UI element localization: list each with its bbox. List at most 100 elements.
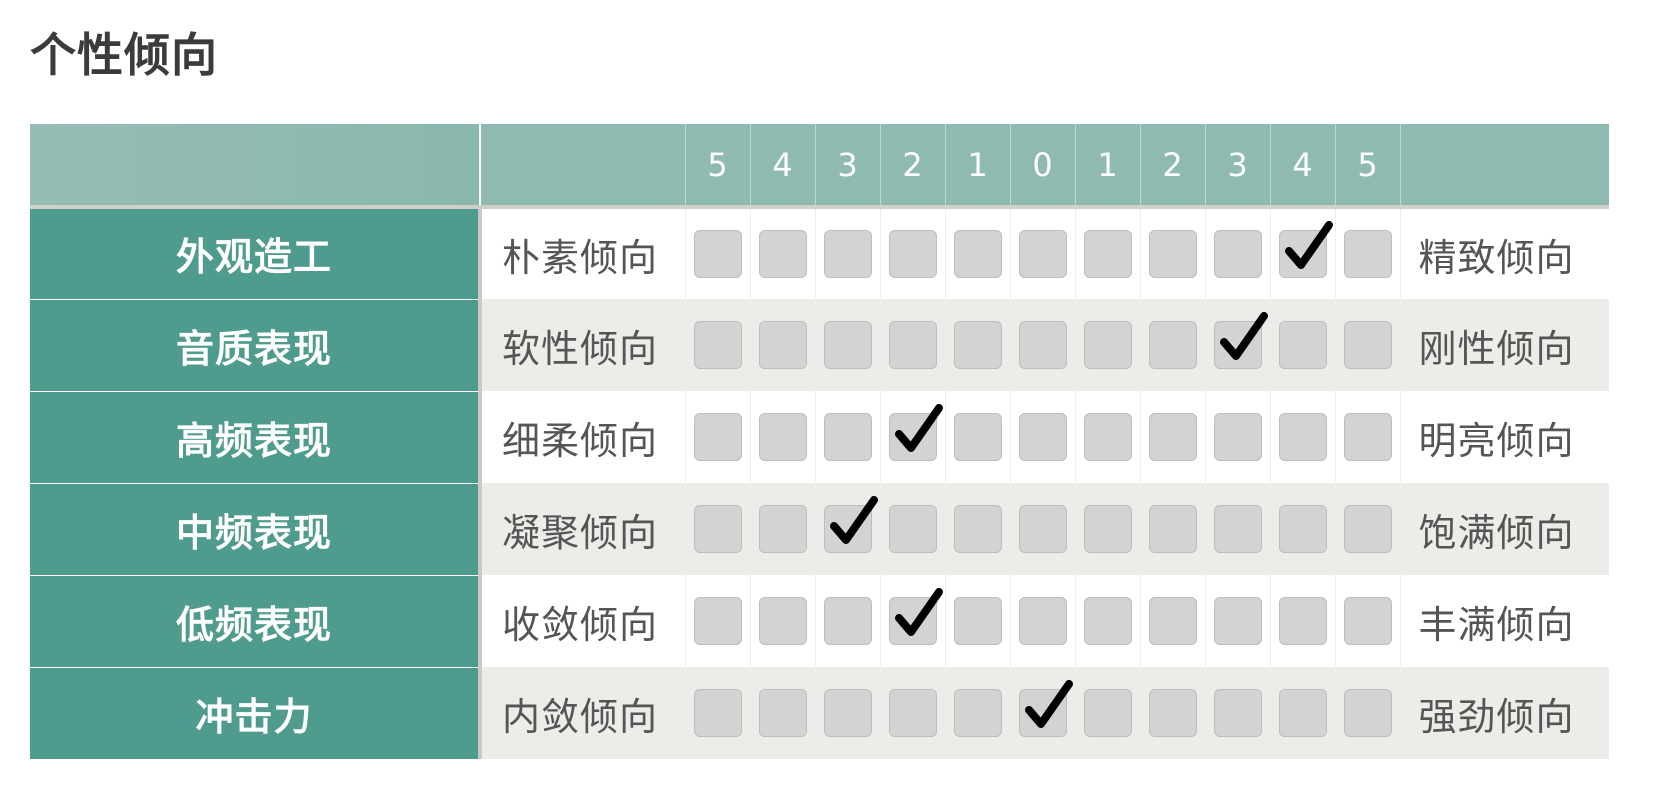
- scale-cell: [1205, 483, 1271, 575]
- checkbox[interactable]: [1148, 230, 1197, 278]
- right-tendency-label: 强劲倾向: [1400, 667, 1609, 759]
- checkbox[interactable]: [758, 230, 807, 278]
- checkbox[interactable]: [1343, 505, 1392, 553]
- checkbox[interactable]: [953, 321, 1002, 369]
- scale-cell: [880, 299, 946, 391]
- checkbox[interactable]: [693, 230, 742, 278]
- scale-cell: [750, 575, 816, 667]
- checkbox[interactable]: [1343, 321, 1392, 369]
- checkbox[interactable]: [693, 321, 742, 369]
- checkbox[interactable]: [953, 413, 1002, 461]
- checkbox[interactable]: [758, 689, 807, 737]
- checkbox[interactable]: [1083, 689, 1132, 737]
- scale-cell: [945, 575, 1011, 667]
- checkbox[interactable]: [1278, 413, 1327, 461]
- checkbox-checked[interactable]: [1018, 680, 1073, 737]
- checkbox[interactable]: [1018, 230, 1067, 278]
- checkbox[interactable]: [758, 413, 807, 461]
- checkbox[interactable]: [1213, 413, 1262, 461]
- scale-cell: [750, 483, 816, 575]
- left-tendency-label: 内敛倾向: [480, 667, 686, 759]
- checkbox-checked[interactable]: [888, 588, 943, 645]
- checkbox[interactable]: [1083, 230, 1132, 278]
- scale-cell: [815, 483, 881, 575]
- personality-rating-table: 5 4 3 2 1 0 1 2 3 4 5 外观造工朴素倾向精致倾向音质表现软性…: [30, 124, 1609, 759]
- rating-row: 高频表现细柔倾向明亮倾向: [30, 391, 1609, 484]
- checkbox[interactable]: [693, 597, 742, 645]
- checkbox[interactable]: [1278, 597, 1327, 645]
- scale-cell: [1335, 299, 1401, 391]
- checkbox[interactable]: [1083, 321, 1132, 369]
- checkbox[interactable]: [888, 230, 937, 278]
- checkbox[interactable]: [1343, 597, 1392, 645]
- checkbox[interactable]: [823, 413, 872, 461]
- checkbox[interactable]: [1148, 321, 1197, 369]
- checkbox[interactable]: [1278, 505, 1327, 553]
- checkbox[interactable]: [823, 689, 872, 737]
- scale-cell: [1075, 391, 1141, 483]
- checkbox[interactable]: [1018, 413, 1067, 461]
- checkbox[interactable]: [1278, 321, 1327, 369]
- checkbox[interactable]: [888, 321, 937, 369]
- checkbox[interactable]: [1213, 689, 1262, 737]
- checkbox-checked[interactable]: [823, 496, 878, 553]
- checkbox[interactable]: [953, 597, 1002, 645]
- scale-header-cell: 3: [1205, 124, 1271, 209]
- checkbox[interactable]: [758, 505, 807, 553]
- scale-cell: [750, 667, 816, 759]
- right-tendency-label: 刚性倾向: [1400, 299, 1609, 391]
- checkbox[interactable]: [693, 413, 742, 461]
- checkbox[interactable]: [1148, 597, 1197, 645]
- scale-cell: [1140, 299, 1206, 391]
- checkbox[interactable]: [823, 597, 872, 645]
- scale-cell: [880, 483, 946, 575]
- checkbox[interactable]: [1018, 321, 1067, 369]
- scale-cell: [815, 391, 881, 483]
- checkbox-checked[interactable]: [888, 404, 943, 461]
- checkbox[interactable]: [953, 230, 1002, 278]
- checkbox[interactable]: [823, 321, 872, 369]
- checkbox[interactable]: [758, 321, 807, 369]
- checkbox-checked[interactable]: [1213, 312, 1268, 369]
- checkbox[interactable]: [823, 230, 872, 278]
- checkbox[interactable]: [1148, 413, 1197, 461]
- scale-cell: [1270, 207, 1336, 299]
- scale-cell: [1140, 207, 1206, 299]
- rating-row: 外观造工朴素倾向精致倾向: [30, 207, 1609, 300]
- checkbox[interactable]: [1018, 597, 1067, 645]
- checkbox[interactable]: [1083, 505, 1132, 553]
- checkbox[interactable]: [953, 689, 1002, 737]
- row-category-label: 中频表现: [30, 483, 482, 576]
- checkbox[interactable]: [1278, 689, 1327, 737]
- checkbox[interactable]: [1213, 230, 1262, 278]
- left-tendency-label: 软性倾向: [480, 299, 686, 391]
- checkbox[interactable]: [693, 505, 742, 553]
- scale-cell: [1270, 483, 1336, 575]
- scale-cell: [750, 207, 816, 299]
- scale-cell: [1010, 299, 1076, 391]
- checkbox[interactable]: [1213, 597, 1262, 645]
- checkbox[interactable]: [1213, 505, 1262, 553]
- header-blank-category: [30, 124, 481, 209]
- checkbox[interactable]: [758, 597, 807, 645]
- checkbox[interactable]: [1083, 413, 1132, 461]
- scale-cell: [880, 207, 946, 299]
- scale-cell: [685, 575, 751, 667]
- row-category-label: 高频表现: [30, 391, 482, 484]
- scale-cell: [945, 391, 1011, 483]
- checkbox[interactable]: [1343, 689, 1392, 737]
- row-category-label: 低频表现: [30, 575, 482, 668]
- checkbox[interactable]: [1343, 413, 1392, 461]
- checkbox[interactable]: [1148, 505, 1197, 553]
- checkbox[interactable]: [1018, 505, 1067, 553]
- checkbox-checked[interactable]: [1278, 221, 1333, 278]
- checkbox[interactable]: [888, 689, 937, 737]
- checkbox[interactable]: [693, 689, 742, 737]
- checkbox[interactable]: [953, 505, 1002, 553]
- checkbox[interactable]: [1083, 597, 1132, 645]
- checkbox[interactable]: [1148, 689, 1197, 737]
- checkbox[interactable]: [888, 505, 937, 553]
- checkbox[interactable]: [1343, 230, 1392, 278]
- scale-cell: [1205, 207, 1271, 299]
- scale-cell: [685, 391, 751, 483]
